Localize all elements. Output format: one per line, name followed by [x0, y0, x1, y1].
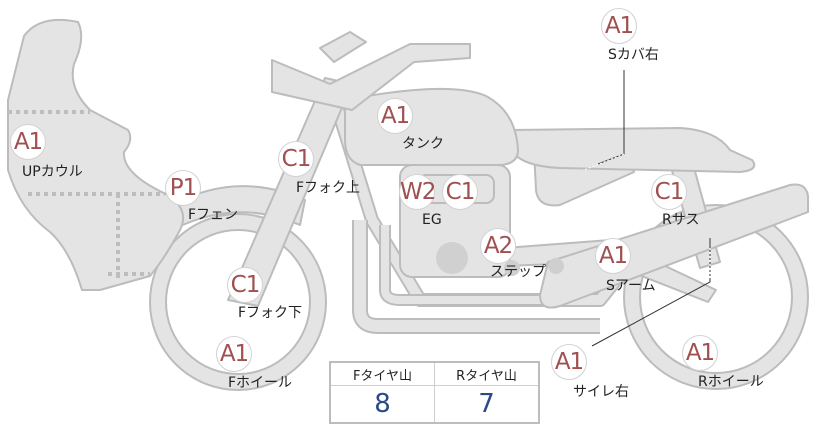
- front-wheel-tire: [151, 215, 325, 389]
- f-fork-lower-grade-badge: C1: [227, 267, 263, 303]
- tank-label: タンク: [402, 136, 444, 152]
- f-wheel-label: Fホイール: [228, 375, 293, 391]
- f-fork-upper-label: Fフォク上: [296, 180, 361, 196]
- silencer-right-label: サイレ右: [573, 384, 629, 400]
- rear-step-shape: [548, 258, 564, 274]
- handlebar-shape: [271, 43, 471, 111]
- s-cover-right-label: Sカバ右: [608, 47, 659, 63]
- step-label: ステップ: [490, 264, 546, 280]
- step-peg-shape: [504, 260, 520, 276]
- engine-grade-badge-c1: C1: [442, 174, 478, 210]
- f-fork-lower-label: Fフォク下: [238, 305, 303, 321]
- tire-tread-table: Fタイヤ山 Rタイヤ山 8 7: [329, 361, 540, 424]
- silencer-shape: [539, 183, 809, 309]
- s-cover-leader-dots: [583, 153, 625, 171]
- engine-case-shape: [436, 242, 468, 274]
- front-fender-shape: [171, 185, 306, 229]
- s-arm-label: Sアーム: [606, 278, 656, 294]
- s-cover-right-grade-badge: A1: [601, 8, 637, 44]
- r-wheel-grade-badge: A1: [682, 335, 718, 371]
- front-tire-tread-header: Fタイヤ山: [330, 362, 435, 386]
- exhaust-pipe-inner-fill: [381, 225, 560, 304]
- silencer-right-grade-badge: A1: [551, 344, 587, 380]
- tank-grade-badge: A1: [377, 98, 413, 134]
- f-fender-grade-badge: P1: [165, 170, 201, 206]
- up-cowl-grade-badge: A1: [10, 124, 46, 160]
- rear-tire-tread-header: Rタイヤ山: [434, 362, 539, 386]
- s-arm-grade-badge: A1: [595, 238, 631, 274]
- f-fork-upper-grade-badge: C1: [278, 141, 314, 177]
- engine-label: EG: [422, 212, 442, 228]
- rear-tire-tread-value: 7: [478, 389, 495, 419]
- f-wheel-grade-badge: A1: [216, 336, 252, 372]
- r-sus-grade-badge: C1: [651, 174, 687, 210]
- r-sus-label: Rサス: [662, 212, 700, 228]
- seat-shape: [511, 127, 756, 173]
- up-cowl-label: UPカウル: [22, 164, 83, 180]
- step-grade-badge: A2: [480, 228, 516, 264]
- engine-grade-badge-w2: W2: [399, 174, 436, 210]
- f-fender-label: Fフェン: [188, 207, 239, 223]
- tank-shape: [344, 87, 519, 166]
- front-tire-tread-value: 8: [330, 385, 435, 423]
- exhaust-pipe-fill: [354, 220, 600, 332]
- mirror-shape: [319, 31, 367, 63]
- r-wheel-label: Rホイール: [698, 374, 764, 390]
- up-cowl-shape: [7, 18, 184, 291]
